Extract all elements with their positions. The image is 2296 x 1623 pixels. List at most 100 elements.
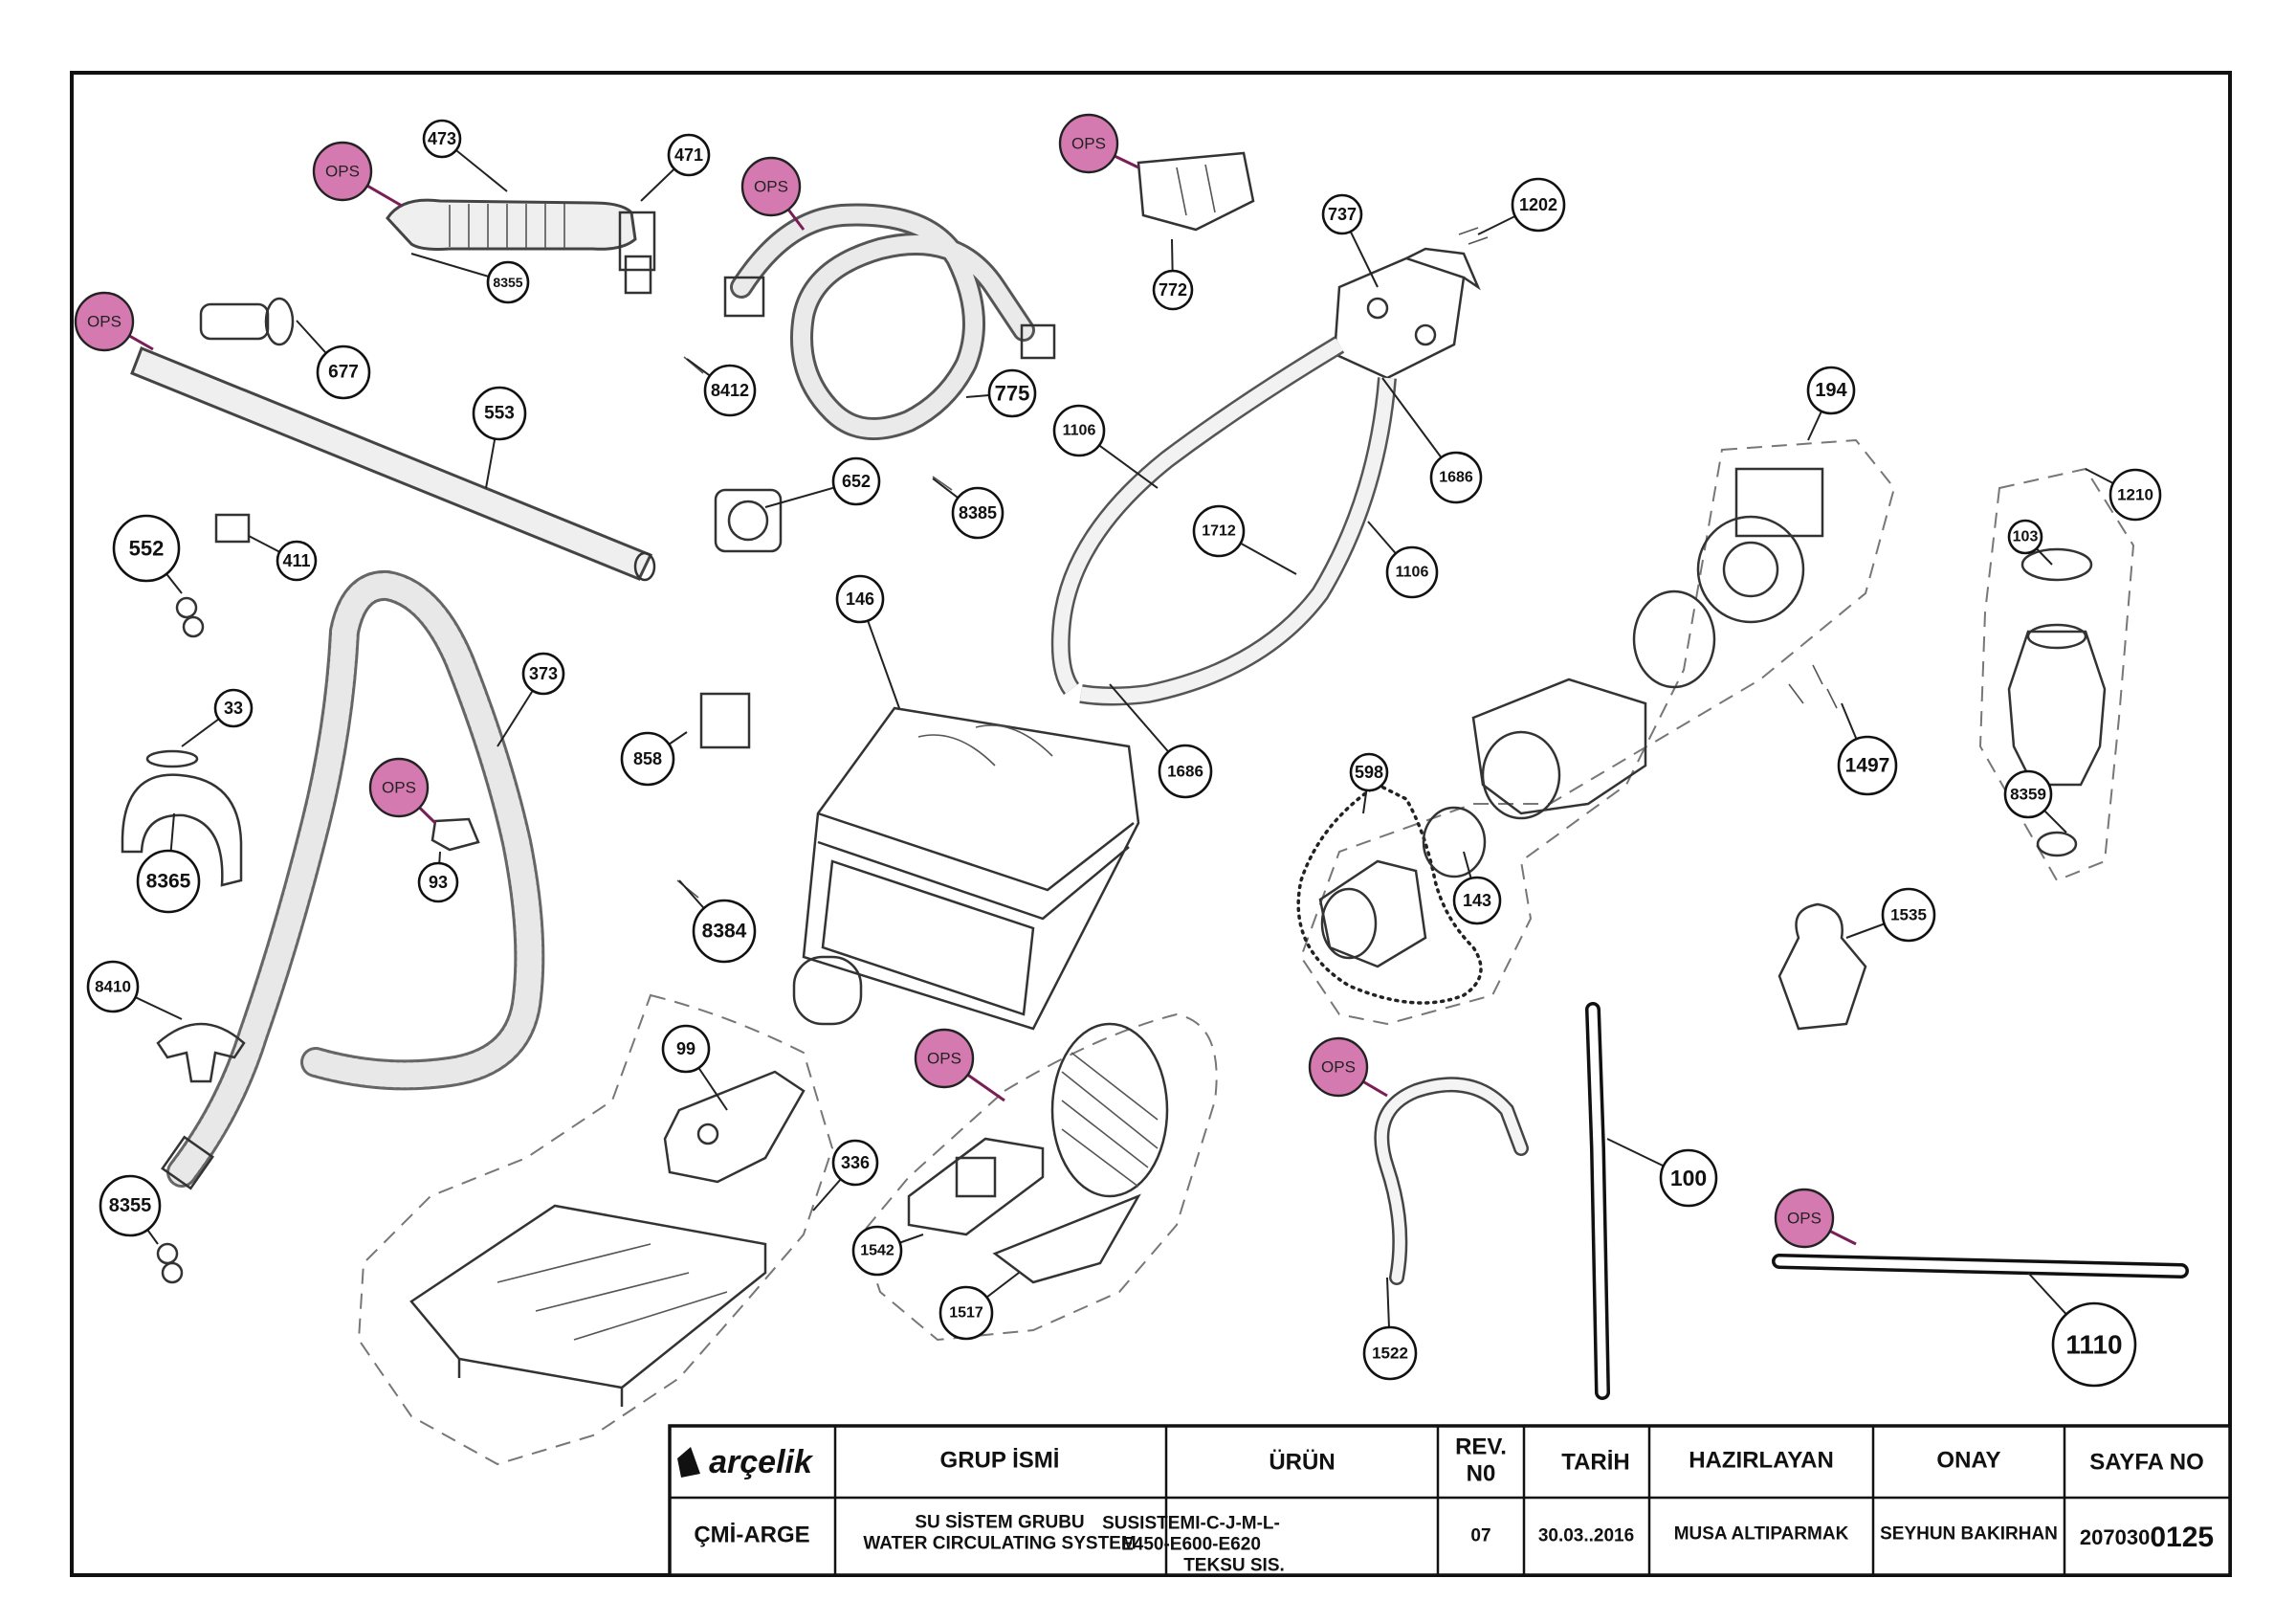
- part-callout: 8355: [486, 260, 530, 304]
- callout-bubble: [1837, 735, 1898, 796]
- drawer-group-outline: [357, 993, 834, 1466]
- callout-label: 772: [1159, 280, 1187, 300]
- part-callout: 677: [316, 345, 371, 400]
- part-553-tube: [130, 346, 656, 582]
- part-callout: 100: [1659, 1148, 1718, 1208]
- callout-label: 1106: [1396, 565, 1429, 581]
- filter-cassette-group-outline: [859, 1012, 1218, 1342]
- callout-bubble: [136, 849, 201, 914]
- part-8355-spring-clamp: [156, 1242, 184, 1284]
- header-rev: REV.: [1455, 1434, 1507, 1460]
- ops-marker: OPS: [1774, 1188, 1835, 1249]
- header-product: ÜRÜN: [1269, 1450, 1335, 1476]
- callout-bubble: [2108, 468, 2162, 522]
- ops-label: OPS: [1321, 1058, 1356, 1077]
- part-callout: 1522: [1362, 1325, 1418, 1381]
- ops-bubble: [740, 156, 802, 217]
- part-1497-screws: [1788, 664, 1838, 709]
- part-callout: 772: [1152, 269, 1194, 311]
- part-552-spring-clamp: [175, 596, 205, 638]
- callout-label: 1497: [1845, 755, 1890, 777]
- callout-label: 677: [328, 363, 359, 383]
- callout-bubble: [938, 1285, 994, 1341]
- part-callout: 33: [213, 688, 254, 728]
- callout-label: 8355: [109, 1195, 152, 1216]
- callout-label: 8410: [95, 978, 131, 996]
- part-652-ring: [714, 488, 783, 553]
- part-callout: 471: [667, 133, 711, 177]
- part-callout: 1686: [1429, 451, 1483, 504]
- part-8410-clip: [156, 1022, 246, 1083]
- ops-label: OPS: [1787, 1210, 1821, 1228]
- ops-marker: OPS: [1308, 1036, 1369, 1098]
- part-callout: 411: [276, 540, 318, 582]
- part-775-inlet-hose: [723, 203, 1056, 440]
- page-number: 2070300125: [2080, 1522, 2214, 1553]
- callout-bubble: [1152, 269, 1194, 311]
- prepared-by-value: MUSA ALTIPARMAK: [1674, 1524, 1849, 1545]
- callout-bubble: [2051, 1301, 2137, 1388]
- bellows-group-outline: [1978, 467, 2135, 882]
- header-date: TARİH: [1561, 1450, 1630, 1476]
- part-143-gasket: [1422, 806, 1487, 878]
- title-block-frame: [668, 1424, 2232, 1577]
- part-callout: 1106: [1052, 404, 1106, 457]
- callout-label: 143: [1463, 891, 1491, 910]
- callout-bubble: [1052, 404, 1106, 457]
- callout-label: 411: [282, 551, 310, 570]
- part-1202-screws: [1458, 227, 1489, 245]
- part-99-drawer-insert: [663, 1070, 806, 1184]
- callout-label: 598: [1355, 763, 1383, 782]
- callout-label: 652: [842, 472, 871, 491]
- part-callout: 146: [835, 574, 885, 624]
- department: ÇMİ-ARGE: [694, 1523, 809, 1548]
- part-callout: 194: [1806, 366, 1856, 415]
- arcelik-logo-mark: [677, 1447, 700, 1478]
- part-1535-component: [1777, 902, 1867, 1031]
- callout-label: 146: [846, 589, 874, 609]
- part-callout: 553: [472, 386, 527, 441]
- part-callout: 552: [112, 514, 181, 583]
- callout-label: 552: [129, 537, 165, 561]
- page-number-prefix: 207030: [2080, 1525, 2150, 1549]
- callout-bubble: [1385, 545, 1439, 599]
- callout-label: 194: [1815, 380, 1847, 401]
- callout-label: 1535: [1890, 906, 1927, 924]
- callout-label: 33: [224, 699, 243, 718]
- callout-bubble: [1452, 876, 1502, 925]
- callout-bubble: [472, 386, 527, 441]
- part-callout: 8412: [703, 364, 757, 417]
- product-line-2: E450-E600-E620: [1121, 1535, 1261, 1555]
- part-callout: 858: [620, 731, 675, 787]
- callout-bubble: [1429, 451, 1483, 504]
- callout-bubble: [417, 861, 459, 903]
- callout-bubble: [1806, 366, 1856, 415]
- callout-label: 473: [428, 129, 456, 148]
- callout-label: 1110: [2065, 1330, 2122, 1360]
- callout-bubble: [1321, 193, 1363, 235]
- filter-group-outline: [1296, 782, 1483, 1005]
- part-194-pump-motor: [1696, 467, 1824, 624]
- header-no: N0: [1467, 1461, 1496, 1487]
- part-pump-seal: [1632, 589, 1716, 689]
- part-callout: 1517: [938, 1285, 994, 1341]
- ops-label: OPS: [754, 178, 788, 196]
- callout-bubble: [316, 345, 371, 400]
- callout-bubble: [703, 364, 757, 417]
- callout-label: 553: [484, 404, 515, 424]
- header-prepared-by: HAZIRLAYAN: [1689, 1448, 1834, 1474]
- callout-label: 1517: [949, 1305, 983, 1322]
- part-callout: 99: [661, 1024, 711, 1074]
- callout-bubble: [276, 540, 318, 582]
- callout-label: 93: [429, 873, 448, 892]
- part-1110-hose-fill: [1775, 1256, 2186, 1276]
- callout-label: 8355: [493, 275, 522, 290]
- part-callout: 737: [1321, 193, 1363, 235]
- callout-label: 8359: [2010, 786, 2046, 804]
- callout-bubble: [951, 486, 1004, 540]
- part-callout: 373: [521, 652, 565, 696]
- ops-label: OPS: [382, 779, 416, 797]
- part-pins: [676, 356, 953, 899]
